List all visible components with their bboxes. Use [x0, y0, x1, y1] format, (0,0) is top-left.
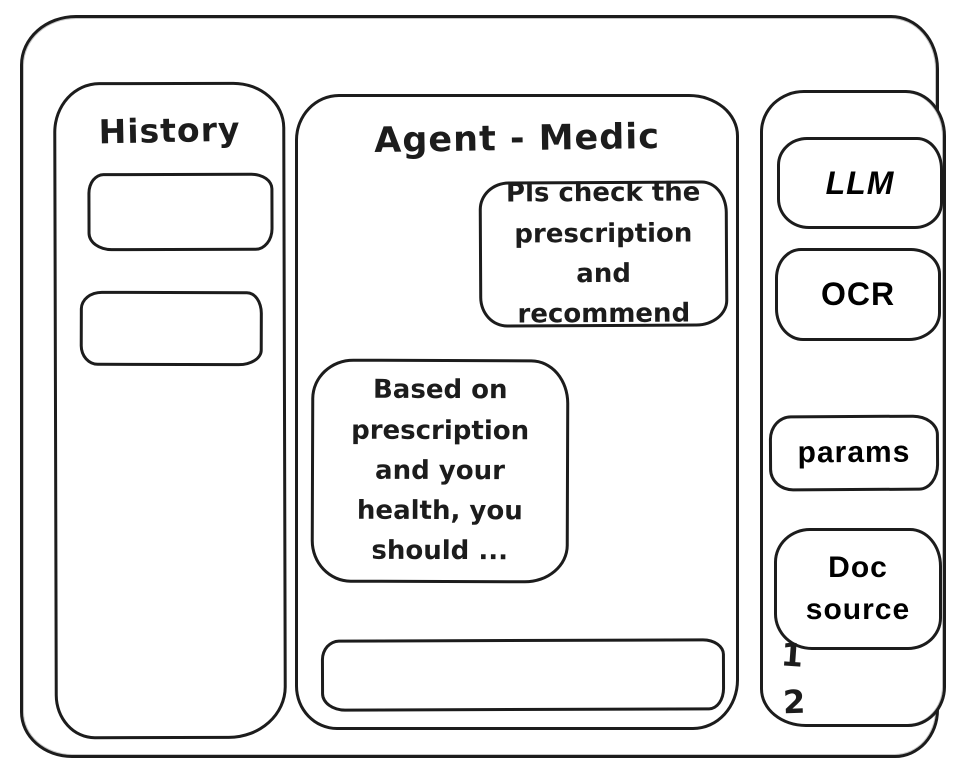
doc-source-item-1[interactable]: 1 [779, 635, 805, 675]
doc-source-item-2[interactable]: 2 [782, 682, 806, 722]
app-window: History Agent - Medic Pls check the pres… [20, 15, 946, 758]
page-title: Agent - Medic [373, 117, 661, 161]
message-text-assistant: Based on prescription and your health, y… [351, 375, 530, 567]
message-bubble-user: Pls check the prescription and recommend [478, 178, 729, 330]
history-item[interactable] [87, 172, 274, 252]
chat-panel: Agent - Medic Pls check the prescription… [295, 94, 739, 730]
doc-source-button[interactable]: Doc source [774, 528, 942, 650]
history-panel: History [53, 81, 287, 740]
message-bubble-assistant: Based on prescription and your health, y… [310, 358, 570, 584]
ocr-button[interactable]: OCR [775, 248, 941, 341]
message-input[interactable] [320, 638, 726, 712]
tools-panel: LLM OCR params Doc source 1 2 [760, 90, 946, 727]
llm-button[interactable]: LLM [777, 137, 943, 229]
params-button[interactable]: params [768, 414, 940, 492]
message-text-user: Pls check the prescription and recommend [505, 177, 701, 330]
history-title: History [98, 109, 241, 152]
history-item[interactable] [79, 290, 263, 367]
